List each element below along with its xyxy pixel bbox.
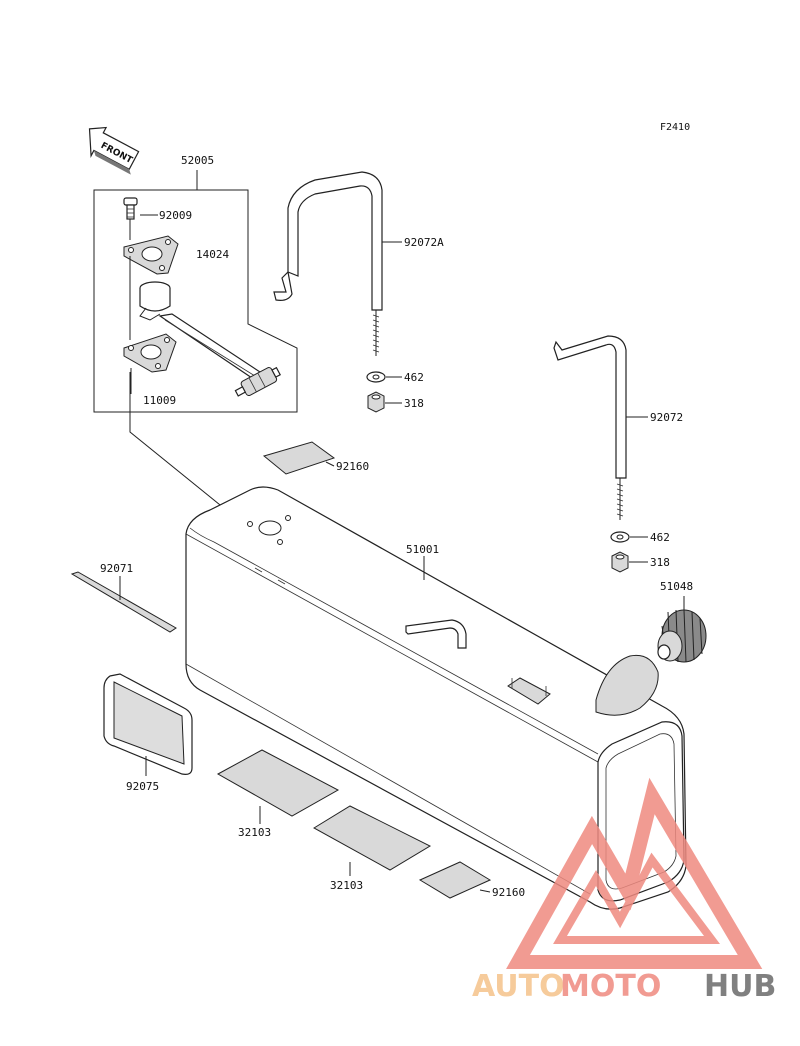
watermark-logo: AUTO MOTO HUB <box>472 777 776 1004</box>
brand-hub: HUB <box>704 969 776 1004</box>
fuel-sender-unit <box>139 281 281 397</box>
label-51048: 51048 <box>660 580 693 593</box>
part-labels: 52005 92009 14024 11009 92072A 462 318 9… <box>100 154 693 899</box>
bolt-92009 <box>123 197 138 240</box>
label-32103-right: 32103 <box>330 879 363 892</box>
gasket-14024 <box>123 235 179 275</box>
washer-462-lower <box>610 531 648 543</box>
strap-92072A <box>273 171 402 356</box>
plate-11009 <box>123 333 177 373</box>
label-92075: 92075 <box>126 780 159 793</box>
label-52005: 52005 <box>181 154 214 167</box>
brand-auto: AUTO <box>472 969 565 1004</box>
label-92160-lower: 92160 <box>492 886 525 899</box>
nut-318-upper <box>367 391 402 413</box>
fuel-pump-assembly <box>93 170 298 527</box>
front-arrow-icon: FRONT <box>88 126 140 175</box>
label-32103-left: 32103 <box>238 826 271 839</box>
label-92009: 92009 <box>159 209 192 222</box>
label-92071: 92071 <box>100 562 133 575</box>
label-318-upper: 318 <box>404 397 424 410</box>
pad-92160-upper <box>262 441 336 475</box>
label-318-lower: 318 <box>650 556 670 569</box>
thread-92072 <box>616 483 624 517</box>
cap-51048 <box>657 596 707 663</box>
brand-moto: MOTO <box>560 969 661 1004</box>
label-92072A: 92072A <box>404 236 444 249</box>
label-11009: 11009 <box>143 394 176 407</box>
label-92072: 92072 <box>650 411 683 424</box>
thread-92072A <box>372 314 380 353</box>
label-462-lower: 462 <box>650 531 670 544</box>
strip-92071 <box>70 571 177 633</box>
figure-code: F2410 <box>660 122 690 133</box>
label-14024: 14024 <box>196 248 229 261</box>
label-462-upper: 462 <box>404 371 424 384</box>
pad-92075 <box>103 673 193 776</box>
washer-462-upper <box>366 371 402 383</box>
triangle-logo-icon <box>506 777 763 969</box>
pad-32103-left <box>216 749 340 824</box>
pad-92160-lower <box>418 861 492 899</box>
label-92160-upper: 92160 <box>336 460 369 473</box>
label-51001: 51001 <box>406 543 439 556</box>
strap-92072 <box>553 335 648 520</box>
nut-318-lower <box>611 551 648 573</box>
pad-32103-right <box>313 805 432 876</box>
